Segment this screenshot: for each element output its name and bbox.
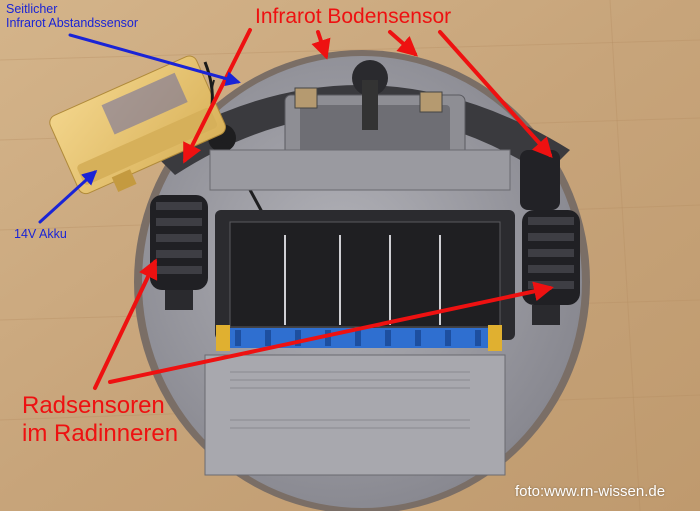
brush-end-cap-left bbox=[216, 325, 230, 351]
arrow-wheel-sensor-left bbox=[93, 258, 158, 390]
wheel-sensors-line1: Radsensoren bbox=[22, 392, 165, 419]
arrow-floor-sensor-right bbox=[388, 30, 419, 57]
bin-text-lines bbox=[230, 371, 470, 429]
sticker-plate bbox=[209, 149, 511, 191]
side-sensor-line2: Infrarot Abstandssensor bbox=[6, 15, 139, 30]
blue-arrows bbox=[38, 33, 241, 224]
cliff-sensor-right bbox=[419, 91, 443, 113]
red-arrows bbox=[93, 28, 554, 390]
battery-label: 14V Akku bbox=[14, 227, 67, 241]
left-drive-wheel bbox=[150, 195, 208, 310]
arrow-wheel-sensor-right bbox=[108, 281, 554, 384]
battery-pack bbox=[49, 55, 226, 195]
arrow-floor-sensor-mid bbox=[311, 30, 331, 60]
brush-tufts bbox=[235, 330, 481, 346]
brush-end-cap-right bbox=[488, 325, 502, 351]
arrow-battery bbox=[38, 169, 98, 224]
caster-stem bbox=[362, 80, 378, 130]
arrow-side-sensor bbox=[68, 33, 241, 86]
wheel-sensors-line2: im Radinneren bbox=[22, 419, 179, 447]
side-sensor-line1: Seitlicher bbox=[6, 2, 58, 16]
side-distance-sensor-label: Seitlicher Infrarot Abstandssensor bbox=[6, 2, 139, 31]
photo-credit: foto:www.rn-wissen.de bbox=[515, 483, 666, 500]
floor-sensor-label: Infrarot Bodensensor bbox=[255, 5, 452, 28]
front-caster-wheel bbox=[352, 60, 388, 96]
brush-guard bbox=[229, 221, 501, 328]
dust-bin-panel bbox=[204, 354, 506, 476]
right-side-bumper bbox=[520, 150, 560, 210]
right-drive-wheel bbox=[522, 210, 580, 325]
arrow-floor-sensor-far-right bbox=[438, 30, 553, 158]
arrow-floor-sensor-left bbox=[183, 28, 252, 164]
wheel-sensors-label: Radsensoren im Radinneren bbox=[22, 392, 178, 447]
cliff-sensor-left bbox=[294, 87, 318, 109]
